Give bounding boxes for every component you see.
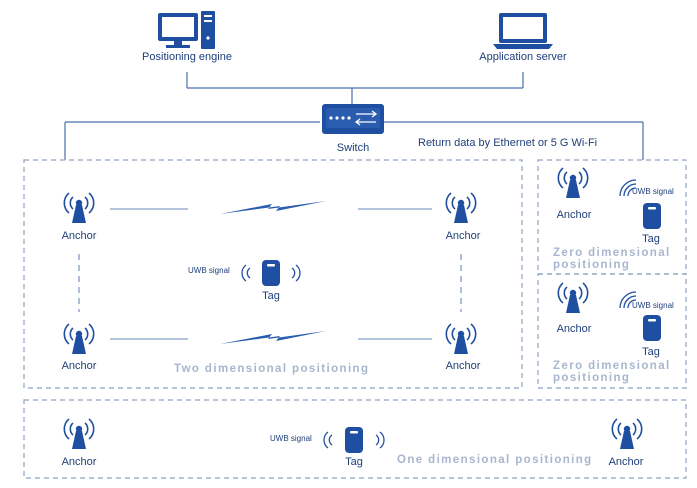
network-lines [64,72,644,160]
uwb-signal-label: UWB signal [188,266,230,275]
lightning-bolt-icon [220,201,326,214]
zone-two-dimensional [23,159,523,389]
anchor-label: Anchor [556,209,592,221]
signal-waves-icon [375,431,385,449]
uwb-tag-icon [262,260,280,286]
return-data-label: Return data by Ethernet or 5 G Wi-Fi [418,137,598,149]
tag-label: Tag [642,233,660,245]
antenna-anchor-icon [63,192,95,224]
uwb-tag-icon [643,203,661,229]
antenna-anchor-icon [445,192,477,224]
uwb-signal-label: UWB signal [270,434,312,443]
anchor-label: Anchor [61,230,97,242]
laptop-icon [493,13,553,49]
zero-dimensional-line1: Zero dimensional [553,247,671,259]
positioning-engine-label: Positioning engine [142,51,232,63]
tag-label: Tag [642,346,660,358]
signal-waves-icon [323,431,333,449]
zero-dimensional-positioning-label: Zero dimensional positioning [553,360,693,384]
zero-dimensional-line2: positioning [553,372,631,384]
anchor-label: Anchor [445,360,481,372]
zone-one-dimensional [23,399,687,479]
switch-label: Switch [336,142,370,154]
antenna-anchor-icon [557,167,589,199]
network-switch-icon [322,104,384,134]
uwb-signal-label: UWB signal [632,187,674,196]
anchor-label: Anchor [445,230,481,242]
zone-zero-dimensional-bottom [537,273,687,389]
tag-label: Tag [262,290,280,302]
zero-dimensional-line1: Zero dimensional [553,360,671,372]
desktop-computer-icon [158,11,215,49]
lightning-bolt-icon [220,331,326,344]
anchor-label: Anchor [556,323,592,335]
zero-dimensional-line2: positioning [553,259,631,271]
tag-label: Tag [345,456,363,468]
two-dimensional-positioning-label: Two dimensional positioning [174,363,370,375]
anchor-label: Anchor [61,456,97,468]
uwb-tag-icon [345,427,363,453]
anchor-label: Anchor [608,456,644,468]
one-dimensional-positioning-label: One dimensional positioning [397,454,593,466]
two-d-links [78,208,462,340]
application-server-label: Application server [479,51,567,63]
antenna-anchor-icon [611,418,643,450]
zone-borders [23,159,687,479]
antenna-anchor-icon [63,323,95,355]
uwb-tag-icon [643,315,661,341]
zero-dimensional-positioning-label: Zero dimensional positioning [553,247,693,271]
anchor-label: Anchor [61,360,97,372]
antenna-anchor-icon [557,282,589,314]
uwb-signal-label: UWB signal [632,301,674,310]
signal-waves-icon [291,264,301,282]
antenna-anchor-icon [445,323,477,355]
antenna-anchor-icon [63,418,95,450]
signal-waves-icon [241,264,251,282]
